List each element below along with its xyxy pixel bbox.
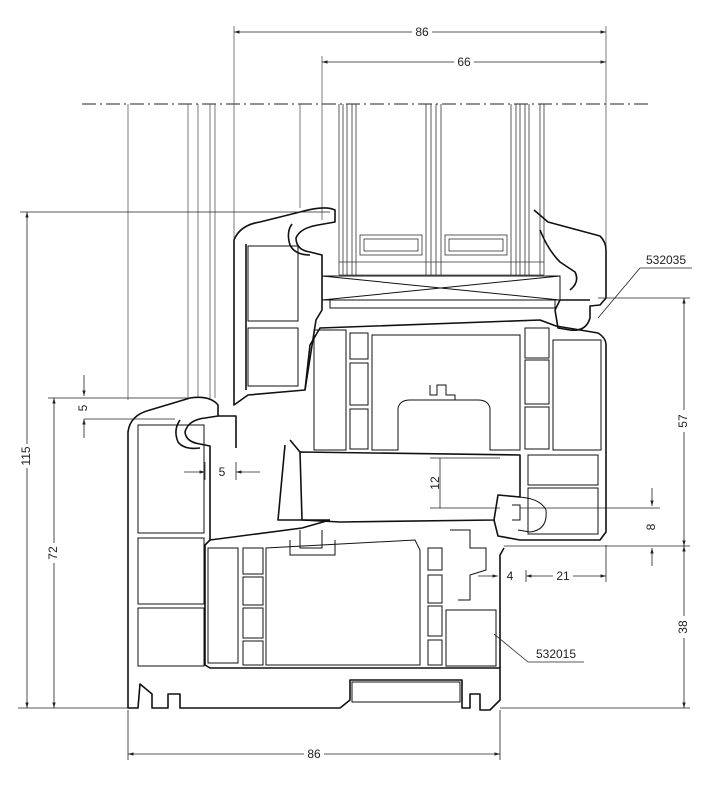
dim-left-total-height: 115 — [19, 446, 33, 465]
frame-profile-code-label: 532015 — [536, 647, 576, 661]
dim-right-upper-height: 57 — [676, 414, 690, 428]
leader-lines — [493, 267, 692, 663]
dim-left-frame-height: 72 — [46, 546, 60, 560]
sash-tongue — [277, 439, 521, 523]
dim-inner-offset: 5 — [219, 465, 226, 479]
dim-top-inner-width: 66 — [457, 55, 471, 69]
dim-bottom-offset: 4 — [507, 569, 514, 583]
frame-profile — [127, 396, 505, 711]
dim-left-step: 5 — [76, 404, 90, 411]
reference-lines — [127, 26, 607, 400]
sash-profile — [233, 207, 607, 541]
dim-right-small-height: 8 — [644, 523, 658, 530]
frame-chambers — [137, 424, 497, 703]
sash-chambers — [247, 245, 602, 535]
dimension-lines — [18, 30, 690, 760]
dim-bottom-right-width: 21 — [556, 569, 570, 583]
dim-bottom-width: 86 — [307, 747, 321, 761]
dim-top-outer-width: 86 — [415, 25, 429, 39]
sash-profile-code-label: 532035 — [646, 253, 686, 267]
glazing-unit — [338, 104, 545, 276]
dim-right-lower-height: 38 — [676, 620, 690, 634]
glazing-block — [321, 275, 561, 309]
dim-center-gap: 12 — [428, 476, 442, 490]
